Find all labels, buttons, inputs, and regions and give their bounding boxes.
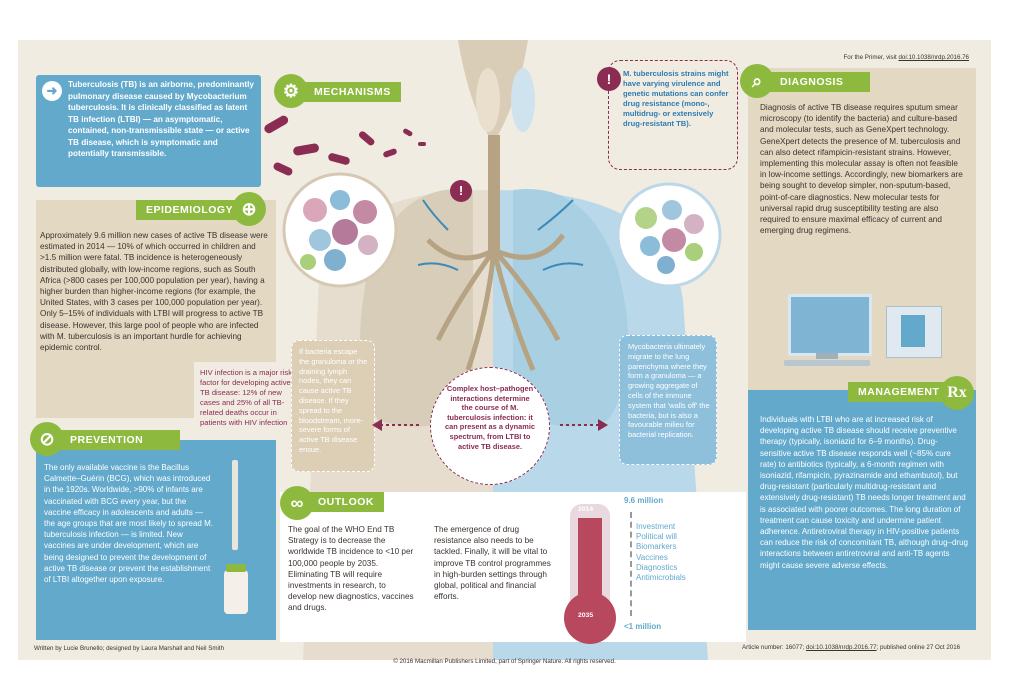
outlook-text-2: The emergence of drug resistance also ne… xyxy=(434,525,551,602)
prevention-text: The only available vaccine is the Bacill… xyxy=(44,463,213,585)
prevention-panel: ⊘ PREVENTION The only available vaccine … xyxy=(30,422,276,640)
management-panel: MANAGEMENT Rx Individuals with LTBI who … xyxy=(748,376,976,630)
warning-text: M. tuberculosis strains might have varyi… xyxy=(623,69,729,128)
syringe-icon xyxy=(232,460,238,550)
outlook-text-1: The goal of the WHO End TB Strategy is t… xyxy=(288,525,414,613)
thermometer-top-year: 2014 xyxy=(578,506,594,513)
copyright-text: © 2016 Macmillan Publishers Limited, par… xyxy=(393,658,616,665)
granuloma-left xyxy=(282,172,398,288)
diagnosis-text: Diagnosis of active TB disease requires … xyxy=(760,103,963,236)
diagnosis-panel: ⌕ DIAGNOSIS Diagnosis of active TB disea… xyxy=(740,64,976,390)
article-doi-link[interactable]: doi:10.1038/nrdp.2016.77 xyxy=(805,644,877,651)
intro-panel: ➜ Tuberculosis (TB) is an airborne, pred… xyxy=(36,75,261,187)
thermometer-top-value: 9.6 million xyxy=(624,496,664,505)
lever-item: Antimicrobials xyxy=(636,573,686,583)
lever-item: Political will xyxy=(636,532,677,542)
lever-item: Vaccines xyxy=(636,552,668,562)
globe-icon: ⊕ xyxy=(232,192,266,226)
gears-icon: ⚙ xyxy=(274,74,308,108)
decline-arrow-line xyxy=(630,512,634,616)
granuloma-right xyxy=(616,182,722,288)
outlook-panel: ∞ OUTLOOK The goal of the WHO End TB Str… xyxy=(280,486,746,644)
primer-note: For the Primer, visit doi:10.1038/nrdp.2… xyxy=(843,54,969,61)
intro-text: Tuberculosis (TB) is an airborne, predom… xyxy=(68,80,254,158)
credits-text: Written by Lucie Brunello; designed by L… xyxy=(34,645,225,652)
lever-item: Diagnostics xyxy=(636,562,678,572)
levers-list: Investment Political will Biomarkers Vac… xyxy=(636,522,720,583)
primer-doi-link[interactable]: doi:10.1038/nrdp.2016.76 xyxy=(898,54,969,61)
exclamation-icon-lung: ! xyxy=(450,180,472,202)
infographic-canvas: For the Primer, visit doi:10.1038/nrdp.2… xyxy=(18,40,991,660)
article-suffix: ; published online 27 Oct 2016 xyxy=(876,644,961,651)
management-header: MANAGEMENT xyxy=(848,382,948,402)
spectrum-arrow xyxy=(372,419,608,431)
article-info: Article number: 16077; doi:10.1038/nrdp.… xyxy=(742,644,960,651)
lever-item: Investment xyxy=(636,522,676,531)
article-prefix: Article number: 16077; xyxy=(742,644,806,651)
center-interaction-oval: Complex host–pathogen interactions deter… xyxy=(430,367,550,485)
epidemiology-header: EPIDEMIOLOGY xyxy=(136,200,244,220)
genexpert-device-icon xyxy=(886,306,942,358)
thermometer-bottom-year: 2035 xyxy=(578,612,594,619)
magnifier-icon: ⌕ xyxy=(740,64,774,98)
granuloma-note-box: Mycobacteria ultimately migrate to the l… xyxy=(619,335,717,465)
lever-item: Biomarkers xyxy=(636,542,677,552)
outlook-header: OUTLOOK xyxy=(308,492,384,512)
thermometer-bottom-value: <1 million xyxy=(624,622,662,631)
center-note-text: Complex host–pathogen interactions deter… xyxy=(445,384,535,451)
diagnosis-header: DIAGNOSIS xyxy=(770,72,870,92)
escape-note-text: If bacteria escape the granuloma or the … xyxy=(299,347,368,454)
management-text: Individuals with LTBI who are at increas… xyxy=(760,415,968,570)
drug-resistance-warning: ! M. tuberculosis strains might have var… xyxy=(597,60,738,170)
prevention-header: PREVENTION xyxy=(60,430,180,450)
monitor-stand xyxy=(816,353,838,359)
vial-icon xyxy=(224,564,248,614)
rx-icon: Rx xyxy=(940,376,974,410)
granuloma-note-text: Mycobacteria ultimately migrate to the l… xyxy=(628,342,710,440)
thermometer-bulb xyxy=(564,592,616,644)
epidemiology-text: Approximately 9.6 million new cases of a… xyxy=(40,231,268,353)
keyboard-icon xyxy=(784,360,870,366)
primer-note-prefix: For the Primer, visit xyxy=(843,54,899,61)
monitor-icon xyxy=(788,294,872,356)
arrow-right-icon: ➜ xyxy=(42,81,62,101)
mycobacteria-rods xyxy=(264,115,426,176)
exclamation-icon: ! xyxy=(597,67,621,91)
prohibited-icon: ⊘ xyxy=(30,422,64,456)
escape-note-box: If bacteria escape the granuloma or the … xyxy=(291,340,375,472)
mechanisms-header: MECHANISMS xyxy=(304,82,401,102)
hiv-risk-note: HIV infection is a major risk factor for… xyxy=(194,362,302,442)
